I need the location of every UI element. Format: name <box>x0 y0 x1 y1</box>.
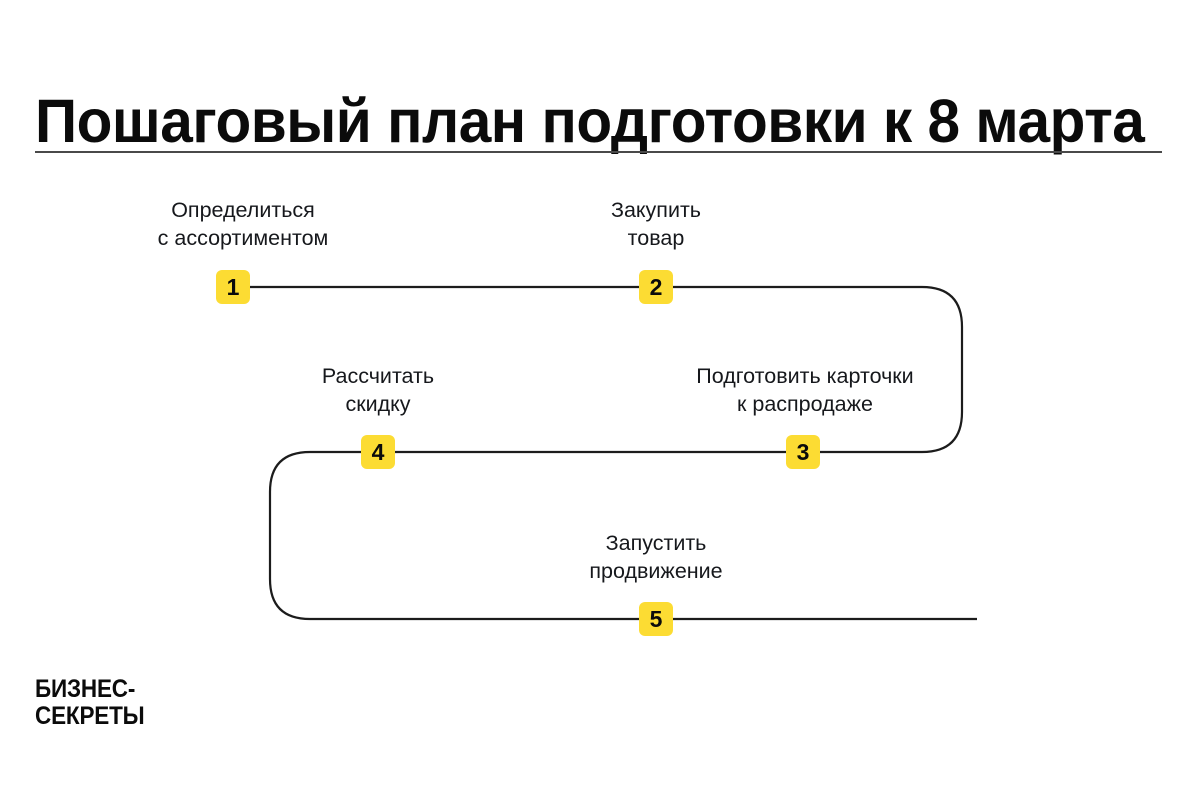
step-badge-5[interactable]: 5 <box>639 602 673 636</box>
step-badge-1[interactable]: 1 <box>216 270 250 304</box>
step-badge-2[interactable]: 2 <box>639 270 673 304</box>
step-badge-4[interactable]: 4 <box>361 435 395 469</box>
step-label-2: Закупить товар <box>610 198 702 250</box>
step-label-5: Запустить продвижение <box>589 531 723 583</box>
brand-logo: БИЗНЕС- СЕКРЕТЫ <box>35 675 145 730</box>
page-title: Пошаговый план подготовки к 8 марта <box>35 86 1145 155</box>
step-badge-3[interactable]: 3 <box>786 435 820 469</box>
title-divider <box>35 151 1162 153</box>
step-label-1: Определиться с ассортиментом <box>157 198 329 250</box>
step-label-4: Рассчитать скидку <box>321 364 435 416</box>
step-label-3: Подготовить карточки к распродаже <box>696 364 914 416</box>
